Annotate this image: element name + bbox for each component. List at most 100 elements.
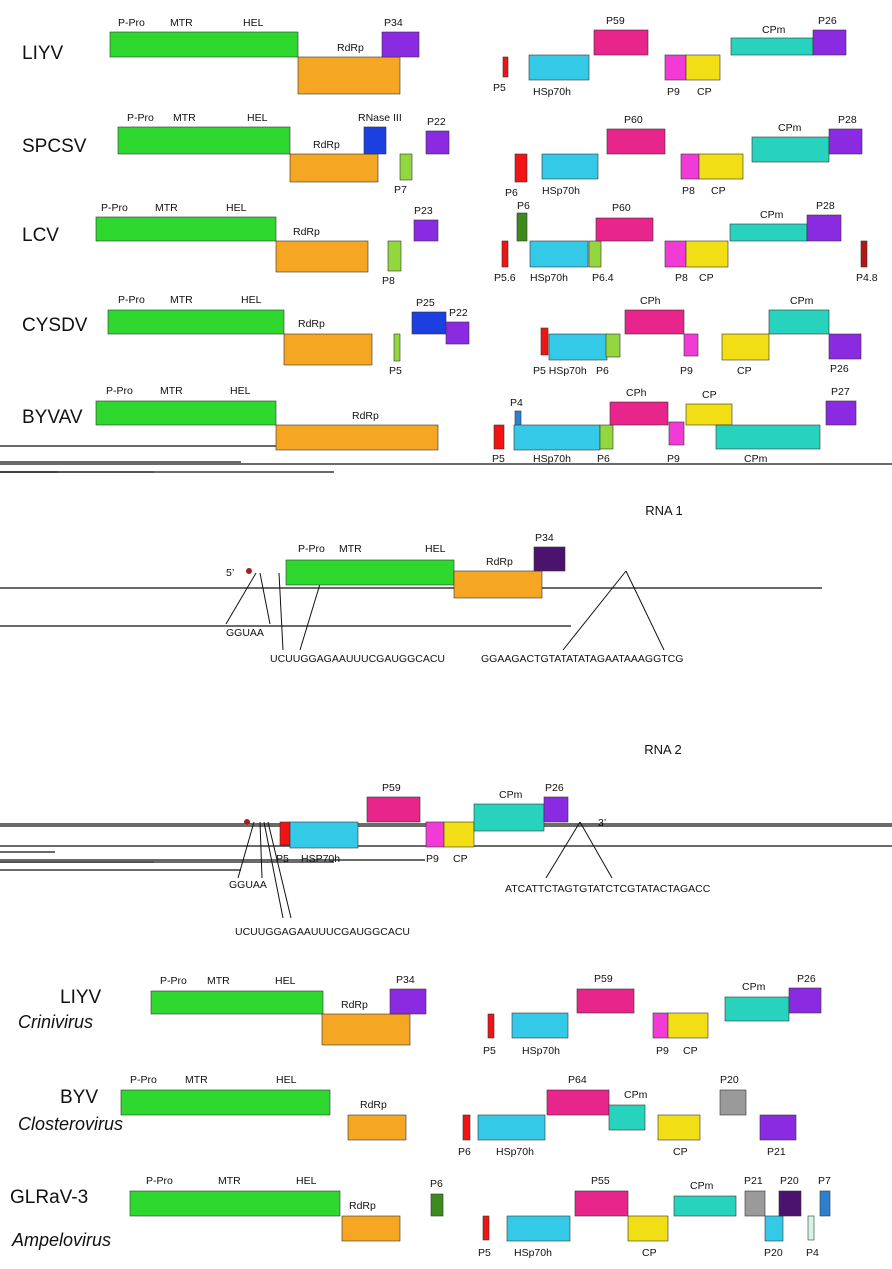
spcsv-hsp70h [541, 153, 599, 180]
utr-zoom-line-4 [562, 570, 627, 651]
orf-label-hel-44: HEL [241, 294, 262, 306]
orf-label-hsp-98: HSp70h [496, 1146, 534, 1158]
orf-label-hsp-20: HSp70h [542, 185, 580, 197]
orf-label-p55-111: P55 [591, 1175, 610, 1187]
liyv2-p5 [487, 1013, 495, 1039]
orf-label-cpm-10: CPm [762, 24, 786, 36]
orf-label-p8-30: P8 [382, 275, 395, 287]
rna2-5prime-dot [244, 819, 250, 825]
orf-label-cp-23: CP [711, 185, 726, 197]
rna1-rdrp [453, 570, 543, 599]
orf-label-rdrp-15: RdRp [313, 139, 340, 151]
glrav3-rdrp [341, 1215, 401, 1242]
liyv1-p59 [593, 29, 649, 56]
orf-label-p22-48: P22 [449, 307, 468, 319]
orf-label-p28-40: P28 [816, 200, 835, 212]
orf-label-p5-74: P5 [276, 853, 289, 865]
rna2-p5 [279, 821, 291, 846]
orf-label-ppro-42: P-Pro [118, 294, 145, 306]
orf-label-ppro-56: P-Pro [106, 385, 133, 397]
orf-label-p6-108: P6 [430, 1178, 443, 1190]
orf-label-ppro-93: P-Pro [130, 1074, 157, 1086]
orf-label-p25-47: P25 [416, 297, 435, 309]
byvav-p9 [668, 421, 685, 446]
rna1-p34 [533, 546, 566, 572]
orf-label-ppro-81: P-Pro [160, 975, 187, 987]
orf-label-cp-90: CP [683, 1045, 698, 1057]
orf-label-p5-109: P5 [478, 1247, 491, 1259]
orf-label-p34-85: P34 [396, 974, 415, 986]
orf-label-cpm-91: CPm [742, 981, 766, 993]
orf-label-ppro-12: P-Pro [127, 112, 154, 124]
glrav3-p20 [778, 1190, 802, 1217]
cysdv-p5 [393, 333, 401, 362]
orf-label-p9-65: P9 [667, 453, 680, 465]
lcv-p23 [413, 219, 439, 242]
byv-p64 [546, 1089, 610, 1116]
glrav3-p4 [807, 1215, 815, 1241]
liyv2-hsp70h [511, 1012, 569, 1039]
spcsv-p7 [399, 153, 413, 181]
utr-zoom-line-10 [545, 821, 581, 879]
glrav3-p21 [744, 1190, 766, 1217]
orf-label-p8-22: P8 [682, 185, 695, 197]
lcv-p8b [664, 240, 687, 268]
liyv2-rdrp [321, 1013, 411, 1046]
orf-label-p20-116: P20 [780, 1175, 799, 1187]
orf-label-mtr-57: MTR [160, 385, 183, 397]
virus-name-lcv: LCV [22, 225, 59, 246]
cysdv-p9 [683, 333, 699, 357]
diagram-labels: LIYVSPCSVLCVCYSDVBYVAVLIYVBYVGLRaV-3Crin… [10, 15, 878, 1259]
liyv2-p59 [576, 988, 635, 1014]
orf-label-p6-19: P6 [505, 187, 518, 199]
orf-label-hel-2: HEL [243, 17, 264, 29]
orf-label-rdrp-84: RdRp [341, 999, 368, 1011]
cysdv-cpm [768, 309, 830, 335]
orf-label-rdrp-45: RdRp [298, 318, 325, 330]
byvav-rdrp [275, 424, 439, 451]
orf-label-p34-4: P34 [384, 17, 403, 29]
byvav-p5 [493, 424, 505, 450]
orf-label-rdrp-3: RdRp [337, 42, 364, 54]
orf-label-p26-11: P26 [818, 15, 837, 27]
orf-label-hsp-34: HSp70h [530, 272, 568, 284]
rna2-cp [443, 821, 475, 848]
orf-label-cp-9: CP [697, 86, 712, 98]
rna1-title: RNA 1 [645, 503, 683, 518]
orf-label-p5-86: P5 [483, 1045, 496, 1057]
orf-label-hel-83: HEL [275, 975, 296, 987]
cysdv-cph [624, 309, 685, 335]
orf-label-cp-78: CP [453, 853, 468, 865]
orf-label-p8-37: P8 [675, 272, 688, 284]
cysdv-p6 [605, 333, 621, 358]
byvav-polyprotein [95, 400, 277, 426]
byvav-cpm [715, 424, 821, 450]
glrav3-cpm [673, 1195, 737, 1217]
orf-label-p59-88: P59 [594, 973, 613, 985]
utr-zoom-line-7 [259, 821, 263, 879]
orf-label-p7-17: P7 [394, 184, 407, 196]
lcv-p64 [588, 240, 602, 268]
liyv2-p9 [652, 1012, 669, 1039]
byv-cp [657, 1114, 701, 1141]
virus-name-liyv: LIYV [22, 43, 64, 64]
orf-label-hel-71: HEL [425, 543, 446, 555]
rna1-5utr-sequence: UCUUGGAGAAUUUCGAUGGCACU [270, 653, 445, 665]
orf-label-p60-36: P60 [612, 202, 631, 214]
orf-label-p6-50: P6 [596, 365, 609, 377]
liyv1-p5 [502, 56, 509, 78]
orf-label-p6-97: P6 [458, 1146, 471, 1158]
spcsv-p28 [828, 128, 863, 155]
liyv1-cp [685, 54, 721, 81]
orf-label-p56-32: P5.6 [494, 272, 516, 284]
orf-label-rdrp-29: RdRp [293, 226, 320, 238]
cysdv-hsp70h [548, 333, 608, 361]
orf-label-ppro-104: P-Pro [146, 1175, 173, 1187]
orf-label-mtr-82: MTR [207, 975, 230, 987]
lcv-p48 [860, 240, 868, 268]
orf-label-rdrp-59: RdRp [352, 410, 379, 422]
byv-cpm [608, 1104, 646, 1131]
orf-label-p26-92: P26 [797, 973, 816, 985]
orf-label-cp-53: CP [737, 365, 752, 377]
